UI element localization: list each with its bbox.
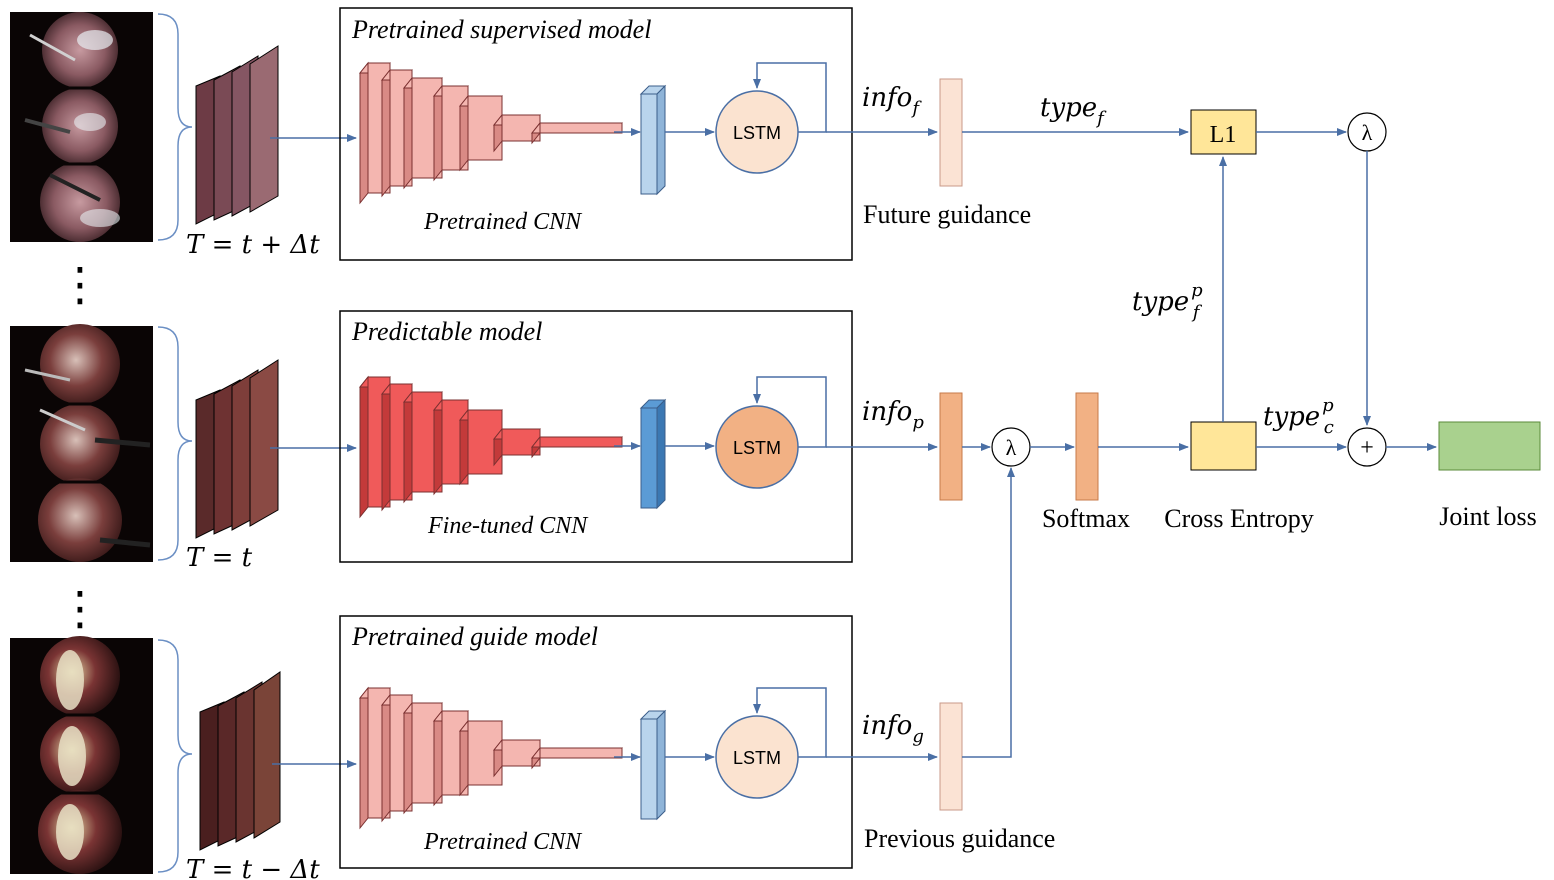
softmax-label: Softmax (1042, 504, 1130, 533)
lambda-label-top: λ (1362, 120, 1373, 145)
ellipsis-upper: ⋮ (57, 257, 103, 311)
frame-stack-bottom (199, 671, 281, 851)
info-label-g: infog (862, 711, 924, 747)
frame-stack-middle (195, 359, 279, 539)
cnn-layer (530, 746, 624, 770)
model-box-supervised (339, 7, 853, 261)
cnn-label-supervised: Pretrained CNN (423, 209, 583, 235)
l1-loss-box (1190, 109, 1257, 155)
frames-top (10, 12, 153, 242)
brace-top (157, 13, 193, 241)
info-label-p: infop (862, 397, 924, 433)
lstm-label-predictable: LSTM (733, 438, 781, 458)
info-g-to-lambda-arrow (962, 467, 1015, 758)
time-label-top: T = t + Δt (186, 230, 320, 260)
frame-stack-top (195, 45, 279, 225)
cnn-layer (458, 408, 504, 486)
time-label-middle: T = t (186, 543, 253, 573)
model-box-guide (339, 615, 853, 869)
brace-bottom (157, 639, 193, 873)
info-bar-p (939, 392, 963, 501)
cnn-layer (530, 435, 624, 459)
cnn-label-predictable: Fine-tuned CNN (427, 513, 589, 539)
model-box-predictable (339, 310, 853, 563)
type-f-label: typef (1040, 93, 1107, 129)
softmax-bar (1075, 392, 1099, 501)
cnn-layer (492, 113, 542, 153)
previous-guidance-label: Previous guidance (864, 824, 1055, 853)
cnn-layer (458, 719, 504, 797)
model-title-predictable: Predictable model (351, 317, 542, 346)
joint-loss-label: Joint loss (1439, 502, 1537, 531)
brace-middle (157, 326, 193, 561)
feature-vector-guide (639, 709, 667, 821)
joint-loss-box (1438, 421, 1541, 471)
future-guidance-label: Future guidance (863, 200, 1031, 229)
lstm-label-supervised: LSTM (733, 123, 781, 143)
model-title-guide: Pretrained guide model (351, 622, 598, 651)
frames-bottom (10, 636, 153, 874)
cnn-layer (530, 121, 624, 145)
lstm-loop-supervised (753, 62, 827, 133)
info-bar-g (939, 702, 963, 811)
l1-label: L1 (1210, 122, 1237, 148)
ellipsis-lower: ⋮ (57, 581, 103, 635)
cnn-layer (492, 427, 542, 467)
plus-label: + (1360, 435, 1374, 461)
frames-middle (10, 324, 153, 562)
cross-entropy-box (1190, 421, 1257, 471)
lambda-label-middle: λ (1006, 435, 1017, 460)
cnn-stack-predictable (358, 375, 624, 519)
info-label-f: infof (862, 83, 922, 119)
cnn-stack-guide (358, 686, 624, 830)
lstm-loop-predictable (753, 376, 827, 448)
model-title-supervised: Pretrained supervised model (351, 15, 651, 44)
cross-entropy-label: Cross Entropy (1164, 504, 1314, 533)
cnn-label-guide: Pretrained CNN (423, 829, 583, 855)
time-label-bottom: T = t − Δt (186, 855, 320, 880)
lstm-loop-guide (753, 687, 827, 758)
info-bar-f (939, 78, 963, 187)
feature-vector-supervised (639, 84, 667, 196)
feature-vector-predictable (639, 398, 667, 510)
lstm-label-guide: LSTM (733, 748, 781, 768)
cnn-stack-supervised (358, 61, 624, 205)
cnn-layer (492, 738, 542, 778)
